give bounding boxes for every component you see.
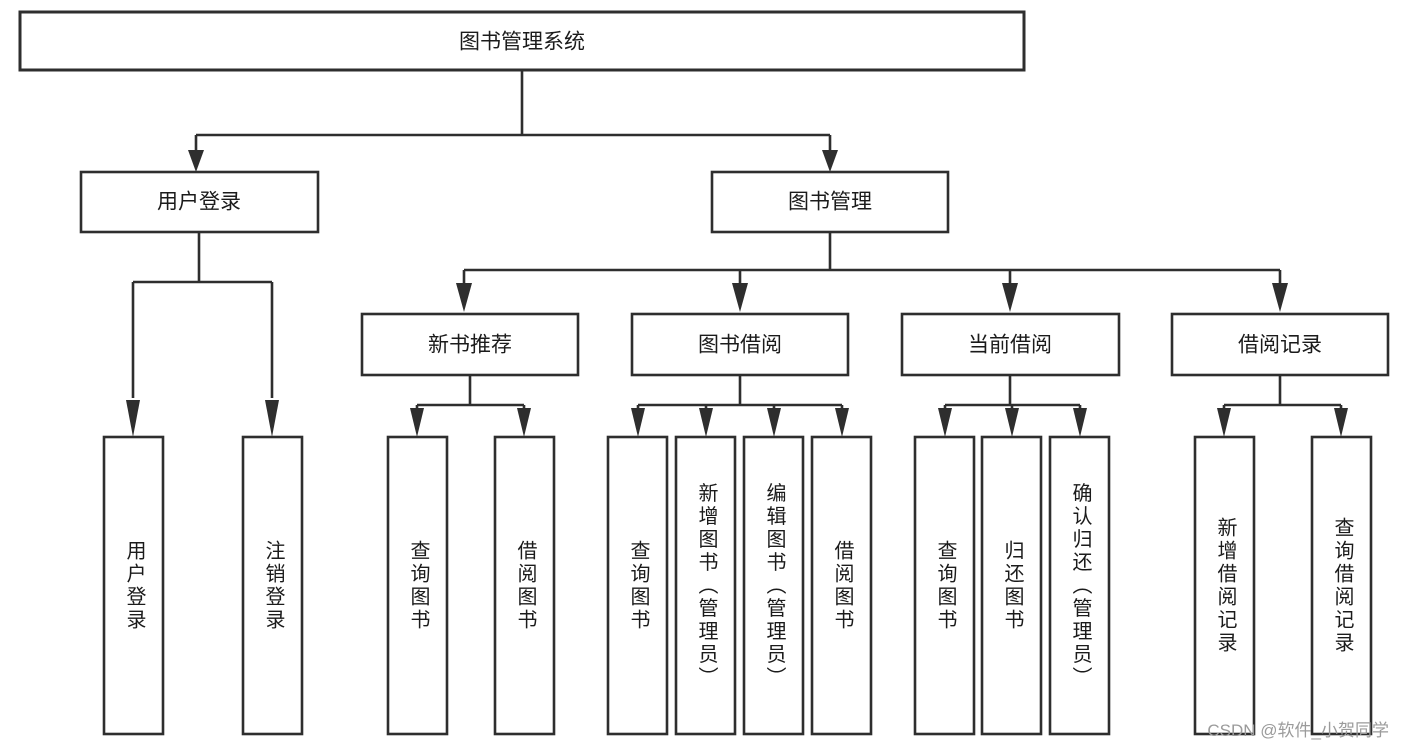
node-book-borrow-label: 图书借阅 <box>698 334 782 357</box>
arrow-currentborrow-leaf-1 <box>938 408 952 437</box>
leaf-logout-label: 注销登录 <box>262 540 285 632</box>
leaf-logout-box[interactable] <box>241 435 304 736</box>
edges-layer <box>126 70 1348 437</box>
leaf-current-query-book-label: 查询图书 <box>934 540 957 632</box>
leaf-current-confirm-return-box[interactable] <box>1048 435 1111 736</box>
leaf-newbook-borrow-book-label: 借阅图书 <box>514 540 537 632</box>
leaf-borrow-add-book-box[interactable] <box>674 435 737 736</box>
node-user-login-label: 用户登录 <box>157 191 241 214</box>
node-user-login-box[interactable] <box>79 170 320 234</box>
arrow-to-book-borrow <box>732 283 748 312</box>
node-new-book-recommend-label: 新书推荐 <box>428 334 512 357</box>
node-current-borrow-box[interactable] <box>900 312 1121 377</box>
leaf-user-login[interactable]: 用户登录 <box>102 435 165 736</box>
node-user-login[interactable]: 用户登录 <box>79 170 320 234</box>
leaf-borrow-edit-book-box[interactable] <box>742 435 805 736</box>
leaf-borrow-borrow-book[interactable]: 借阅图书 <box>810 435 873 736</box>
leaf-newbook-query-book[interactable]: 查询图书 <box>386 435 449 736</box>
arrow-bookborrow-leaf-2 <box>699 408 713 437</box>
arrow-to-current-borrow <box>1002 283 1018 312</box>
arrow-newbook-leaf-1 <box>410 408 424 437</box>
leaf-record-add-record[interactable]: 新增借阅记录 <box>1193 435 1256 736</box>
arrow-to-user-login <box>188 150 204 172</box>
leaf-borrow-borrow-book-label: 借阅图书 <box>831 540 854 632</box>
leaf-current-query-book-box[interactable] <box>913 435 976 736</box>
leaf-current-return-book[interactable]: 归还图书 <box>980 435 1043 736</box>
node-book-manage[interactable]: 图书管理 <box>710 170 950 234</box>
arrow-bookborrow-leaf-4 <box>835 408 849 437</box>
node-root-label: 图书管理系统 <box>459 31 585 54</box>
leaf-newbook-query-book-label: 查询图书 <box>407 540 430 632</box>
leaf-current-confirm-return[interactable]: 确认归还（管理员） <box>1048 435 1111 736</box>
leaf-record-query-record[interactable]: 查询借阅记录 <box>1310 435 1373 736</box>
leaf-borrow-borrow-book-box[interactable] <box>810 435 873 736</box>
arrow-borrowrecord-leaf-1 <box>1217 408 1231 437</box>
node-root-box[interactable] <box>18 10 1026 72</box>
node-current-borrow-label: 当前借阅 <box>968 334 1052 357</box>
leaf-record-query-record-label: 查询借阅记录 <box>1331 517 1354 655</box>
node-current-borrow[interactable]: 当前借阅 <box>900 312 1121 377</box>
arrow-newbook-leaf-2 <box>517 408 531 437</box>
arrow-to-leaf-user-login <box>126 400 140 437</box>
leaf-borrow-edit-book-label: 编辑图书（管理员） <box>763 482 786 689</box>
node-new-book-recommend[interactable]: 新书推荐 <box>360 312 580 377</box>
leaf-user-login-box[interactable] <box>102 435 165 736</box>
arrow-currentborrow-leaf-2 <box>1005 408 1019 437</box>
leaf-current-return-book-label: 归还图书 <box>1001 540 1024 632</box>
arrow-bookborrow-leaf-3 <box>767 408 781 437</box>
arrow-borrowrecord-leaf-2 <box>1334 408 1348 437</box>
node-book-borrow-box[interactable] <box>630 312 850 377</box>
leaf-borrow-query-book-label: 查询图书 <box>627 540 650 632</box>
arrow-to-book-manage <box>822 150 838 172</box>
leaf-record-add-record-label: 新增借阅记录 <box>1214 517 1237 655</box>
leaf-borrow-add-book[interactable]: 新增图书（管理员） <box>674 435 737 736</box>
leaf-current-confirm-return-label: 确认归还（管理员） <box>1069 482 1092 689</box>
leaf-current-query-book[interactable]: 查询图书 <box>913 435 976 736</box>
node-borrow-record-label: 借阅记录 <box>1238 334 1322 357</box>
leaf-newbook-borrow-book-box[interactable] <box>493 435 556 736</box>
arrow-currentborrow-leaf-3 <box>1073 408 1087 437</box>
arrow-to-leaf-logout <box>265 400 279 437</box>
node-new-book-recommend-box[interactable] <box>360 312 580 377</box>
leaf-newbook-query-book-box[interactable] <box>386 435 449 736</box>
leaf-borrow-query-book-box[interactable] <box>606 435 669 736</box>
leaf-logout[interactable]: 注销登录 <box>241 435 304 736</box>
node-book-manage-box[interactable] <box>710 170 950 234</box>
node-root[interactable]: 图书管理系统 <box>18 10 1026 72</box>
arrow-to-new-book <box>456 283 472 312</box>
node-book-manage-label: 图书管理 <box>788 191 872 214</box>
node-book-borrow[interactable]: 图书借阅 <box>630 312 850 377</box>
leaf-borrow-add-book-label: 新增图书（管理员） <box>695 482 718 689</box>
leaf-borrow-query-book[interactable]: 查询图书 <box>606 435 669 736</box>
leaf-record-add-record-box[interactable] <box>1193 435 1256 736</box>
node-borrow-record-box[interactable] <box>1170 312 1390 377</box>
arrow-to-borrow-record <box>1272 283 1288 312</box>
leaf-record-query-record-box[interactable] <box>1310 435 1373 736</box>
leaf-newbook-borrow-book[interactable]: 借阅图书 <box>493 435 556 736</box>
leaf-current-return-book-box[interactable] <box>980 435 1043 736</box>
leaf-user-login-label: 用户登录 <box>123 540 146 632</box>
arrow-bookborrow-leaf-1 <box>631 408 645 437</box>
node-borrow-record[interactable]: 借阅记录 <box>1170 312 1390 377</box>
leaf-borrow-edit-book[interactable]: 编辑图书（管理员） <box>742 435 805 736</box>
